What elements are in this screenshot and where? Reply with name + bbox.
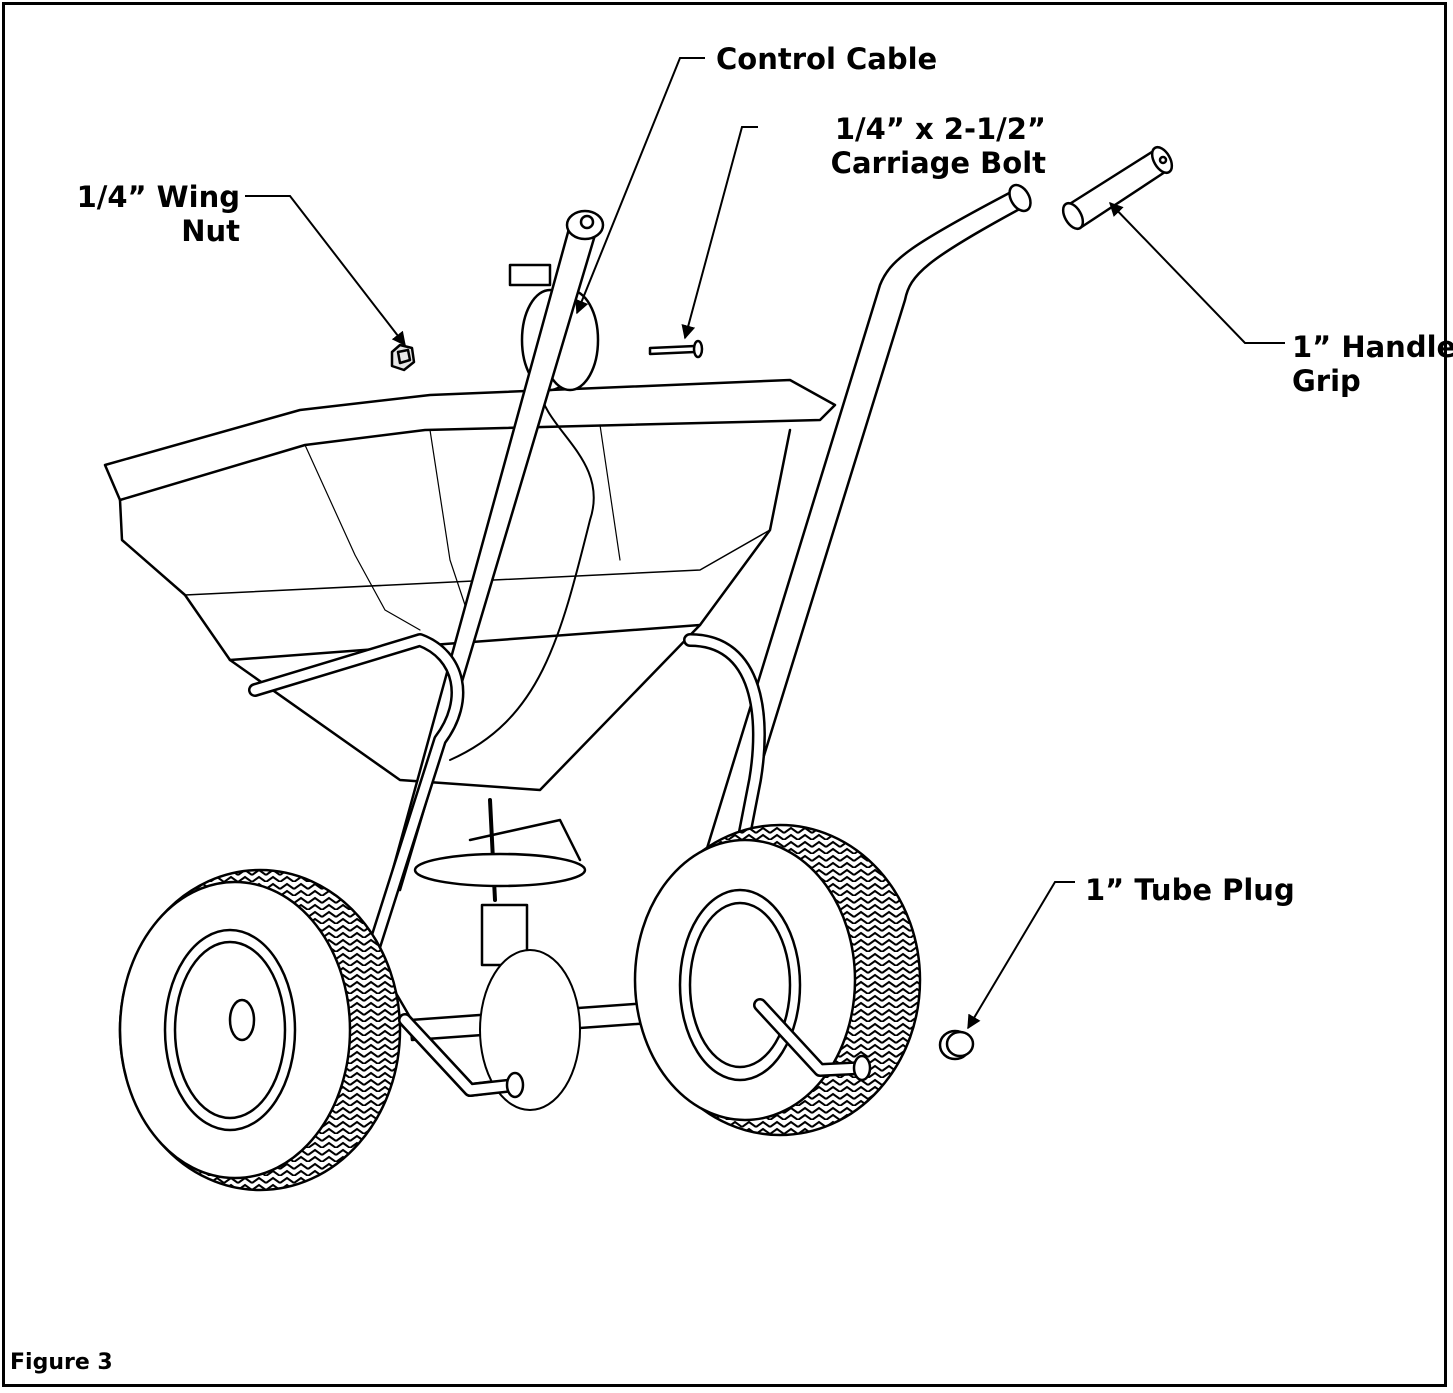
tube-plug-part <box>938 1029 975 1061</box>
callout-handle-grip: 1” Handle Grip <box>1292 330 1453 398</box>
callout-handle-grip-line1: 1” Handle <box>1292 330 1453 364</box>
callout-handle-grip-line2: Grip <box>1292 364 1361 398</box>
figure-caption: Figure 3 <box>10 1350 113 1375</box>
callout-control-cable-line1: Control Cable <box>716 42 938 76</box>
callout-carriage-bolt: 1/4” x 2-1/2” Carriage Bolt <box>770 112 1046 180</box>
handle-grip-part <box>1061 145 1174 231</box>
leader-wing-nut <box>245 195 406 347</box>
cable-reel <box>449 263 600 761</box>
callout-wing-nut-line1: 1/4” Wing <box>76 180 240 214</box>
callout-control-cable: Control Cable <box>716 42 937 76</box>
handle-tube-right <box>683 183 1032 932</box>
carriage-bolt-part <box>648 339 704 359</box>
callout-tube-plug: 1” Tube Plug <box>1085 873 1295 907</box>
callout-tube-plug-line1: 1” Tube Plug <box>1085 873 1295 907</box>
leader-control-cable <box>575 57 705 315</box>
leader-handle-grip <box>1109 201 1285 344</box>
leader-lines <box>245 57 1285 1030</box>
callout-carriage-bolt-line2: Carriage Bolt <box>830 146 1046 180</box>
frame-feet <box>398 998 872 1099</box>
wheel-right <box>633 823 922 1137</box>
wheel-left <box>118 868 402 1192</box>
leader-tube-plug <box>967 881 1075 1030</box>
callout-carriage-bolt-line1: 1/4” x 2-1/2” <box>834 112 1046 146</box>
leader-carriage-bolt <box>681 126 758 340</box>
hopper <box>103 378 837 792</box>
callout-wing-nut-line2: Nut <box>181 214 240 248</box>
spinner-assembly <box>413 798 587 1111</box>
callout-wing-nut: 1/4” Wing Nut <box>60 180 240 248</box>
wing-nut-part <box>390 343 416 372</box>
